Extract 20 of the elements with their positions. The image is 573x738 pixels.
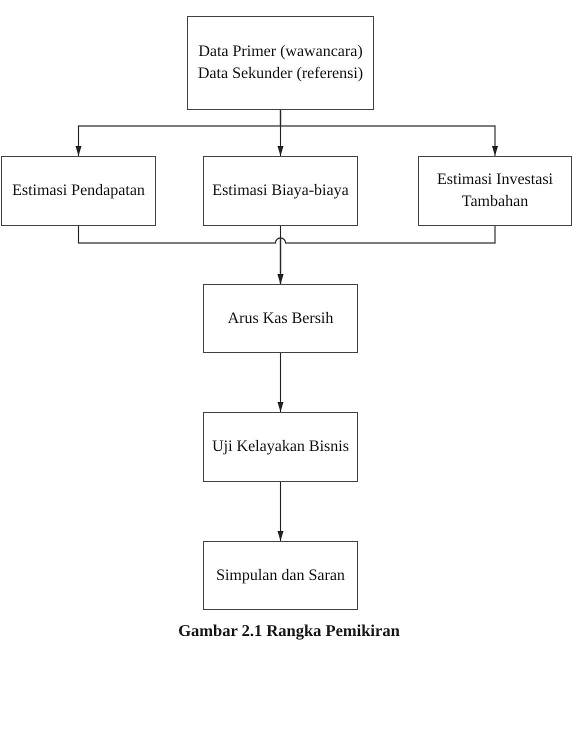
process-box (203, 412, 358, 482)
figure-caption: Gambar 2.1 Rangka Pemikiran (178, 621, 400, 640)
process-box (1, 156, 156, 226)
process-box (187, 16, 374, 110)
process-box (203, 541, 358, 610)
process-box (203, 284, 358, 353)
box-label: Simpulan dan Saran (216, 566, 345, 586)
box-label: Data Primer (wawancara) (198, 42, 363, 62)
box-label: Estimasi Investasi Tambahan (436, 170, 554, 212)
box-label: Estimasi Pendapatan (12, 181, 145, 201)
arrow (278, 353, 284, 412)
box-label: Data Sekunder (referensi) (198, 64, 364, 84)
arrow (278, 226, 496, 284)
arrow (280, 110, 498, 156)
arrow (278, 482, 284, 541)
process-box (418, 156, 572, 226)
box-label: Arus Kas Bersih (228, 308, 334, 328)
box-label: Estimasi Biaya-biaya (212, 181, 349, 201)
box-label: Uji Kelayakan Bisnis (212, 437, 349, 457)
process-box (203, 156, 358, 226)
